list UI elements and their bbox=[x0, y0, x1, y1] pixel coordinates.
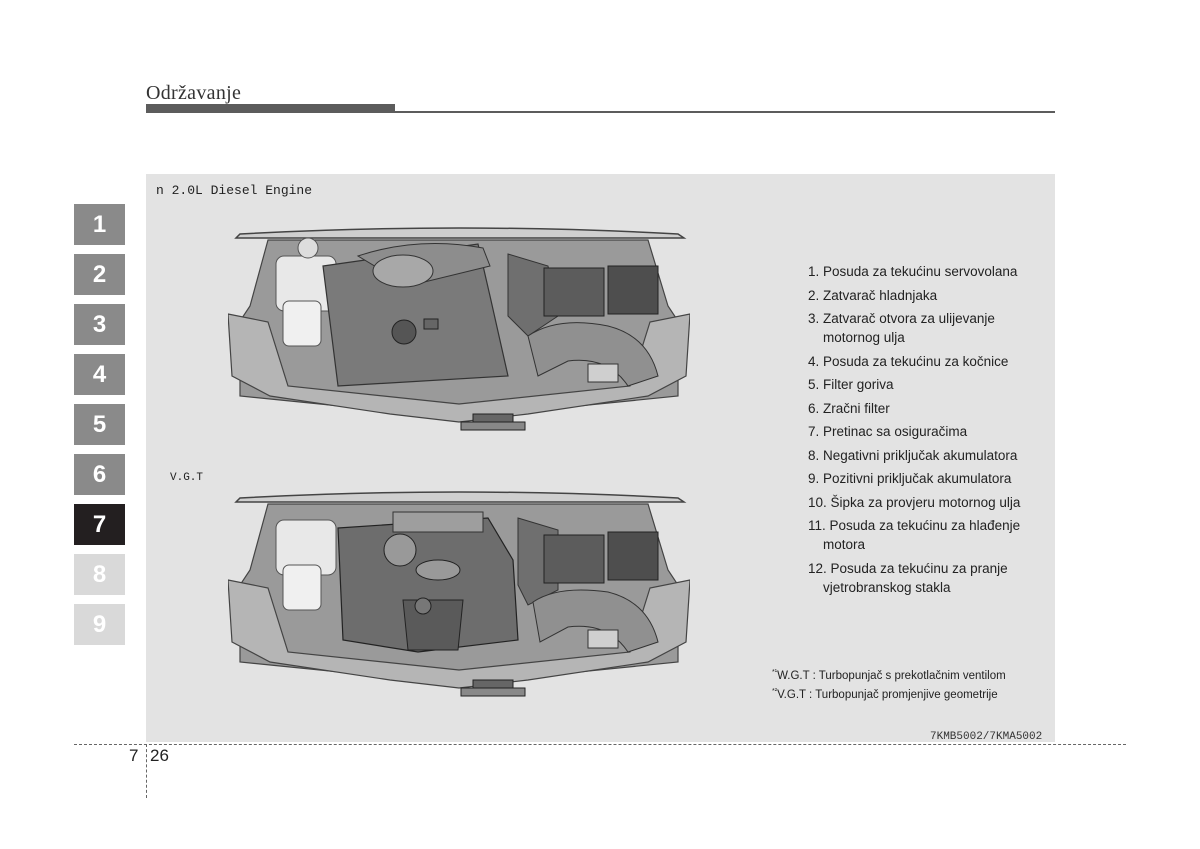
part-label: Posuda za tekućinu za kočnice bbox=[823, 353, 1009, 369]
part-label: Posuda za tekućinu za pranje bbox=[830, 560, 1008, 576]
engine-bay-vgt-illustration bbox=[228, 491, 690, 697]
parts-list-item: 5. Filter goriva bbox=[808, 375, 1048, 394]
parts-list-item: 1. Posuda za tekućinu servovolana bbox=[808, 262, 1048, 281]
part-label: Zatvarač hladnjaka bbox=[823, 287, 938, 303]
part-label-continuation: motora bbox=[823, 537, 866, 552]
footnote-vgt: *²V.G.T : Turbopunjač promjenjive geomet… bbox=[772, 687, 998, 701]
header-rule-thin bbox=[395, 111, 1055, 113]
part-label: Filter goriva bbox=[823, 377, 894, 392]
chapter-tab-8[interactable]: 8 bbox=[74, 554, 125, 595]
part-label-continuation: vjetrobranskog stakla bbox=[823, 579, 951, 595]
footnotes: *¹W.G.T : Turbopunjač s prekotlačnim ven… bbox=[772, 665, 1006, 703]
part-label: Zatvarač otvora za ulijevanje bbox=[823, 311, 995, 326]
part-label: Posuda za tekućinu servovolana bbox=[823, 264, 1018, 279]
part-number: 7. bbox=[808, 424, 820, 439]
part-label: Pretinac sa osiguračima bbox=[823, 424, 968, 439]
chapter-tab-6[interactable]: 6 bbox=[74, 454, 125, 495]
footnote-wgt: *¹W.G.T : Turbopunjač s prekotlačnim ven… bbox=[772, 669, 1006, 682]
part-number: 2. bbox=[808, 287, 820, 303]
parts-list-item: 10. Šipka za provjeru motornog ulja bbox=[808, 493, 1048, 512]
part-number: 4. bbox=[808, 353, 820, 369]
parts-list-item: 6. Zračni filter bbox=[808, 399, 1048, 418]
part-label: Šipka za provjeru motornog ulja bbox=[830, 494, 1021, 510]
footer-divider bbox=[74, 744, 1126, 745]
footer-chapter-number: 7 bbox=[129, 746, 139, 765]
part-number: 9. bbox=[808, 471, 820, 486]
part-number: 6. bbox=[808, 400, 820, 416]
part-label: Pozitivni priključak akumulatora bbox=[823, 471, 1012, 486]
figure-code: 7KMB5002/7KMA5002 bbox=[930, 731, 1043, 743]
part-label: Zračni filter bbox=[823, 400, 890, 416]
footer-divider-vertical bbox=[146, 744, 147, 798]
parts-list-item: 2. Zatvarač hladnjaka bbox=[808, 286, 1048, 305]
vgt-caption: V.G.T bbox=[170, 472, 204, 484]
section-title: Održavanje bbox=[146, 82, 242, 104]
part-number: 5. bbox=[808, 377, 820, 392]
chapter-tab-4[interactable]: 4 bbox=[74, 354, 125, 395]
part-label-continuation: motornog ulja bbox=[823, 330, 905, 345]
engine-caption: n 2.0L Diesel Engine bbox=[156, 183, 313, 198]
chapter-tab-5[interactable]: 5 bbox=[74, 404, 125, 445]
parts-list-item: 3. Zatvarač otvora za ulijevanje motornog… bbox=[808, 309, 1048, 347]
chapter-tab-1[interactable]: 1 bbox=[74, 204, 125, 245]
chapter-tab-3[interactable]: 3 bbox=[74, 304, 125, 345]
part-label: Negativni priključak akumulatora bbox=[823, 447, 1018, 463]
part-label: Posuda za tekućinu za hlađenje bbox=[829, 518, 1021, 533]
parts-list-item: 12. Posuda za tekućinu za pranje vjetrobr… bbox=[808, 559, 1048, 597]
parts-list-item: 7. Pretinac sa osiguračima bbox=[808, 422, 1048, 441]
part-number: 1. bbox=[808, 264, 820, 279]
part-number: 10. bbox=[808, 494, 827, 510]
part-number: 3. bbox=[808, 311, 820, 326]
chapter-tab-2[interactable]: 2 bbox=[74, 254, 125, 295]
engine-bay-wgt-illustration bbox=[228, 227, 690, 431]
part-number: 12. bbox=[808, 560, 827, 576]
parts-list-item: 11. Posuda za tekućinu za hlađenje motora bbox=[808, 516, 1048, 554]
chapter-tab-9[interactable]: 9 bbox=[74, 604, 125, 645]
parts-list-item: 4. Posuda za tekućinu za kočnice bbox=[808, 352, 1048, 371]
chapter-tab-7[interactable]: 7 bbox=[74, 504, 125, 545]
footer-page-number: 26 bbox=[150, 746, 169, 765]
part-number: 11. bbox=[808, 518, 826, 533]
parts-list-item: 9. Pozitivni priključak akumulatora bbox=[808, 469, 1048, 488]
part-number: 8. bbox=[808, 447, 820, 463]
parts-list-item: 8. Negativni priključak akumulatora bbox=[808, 446, 1048, 465]
header-rule-thick bbox=[146, 104, 395, 113]
